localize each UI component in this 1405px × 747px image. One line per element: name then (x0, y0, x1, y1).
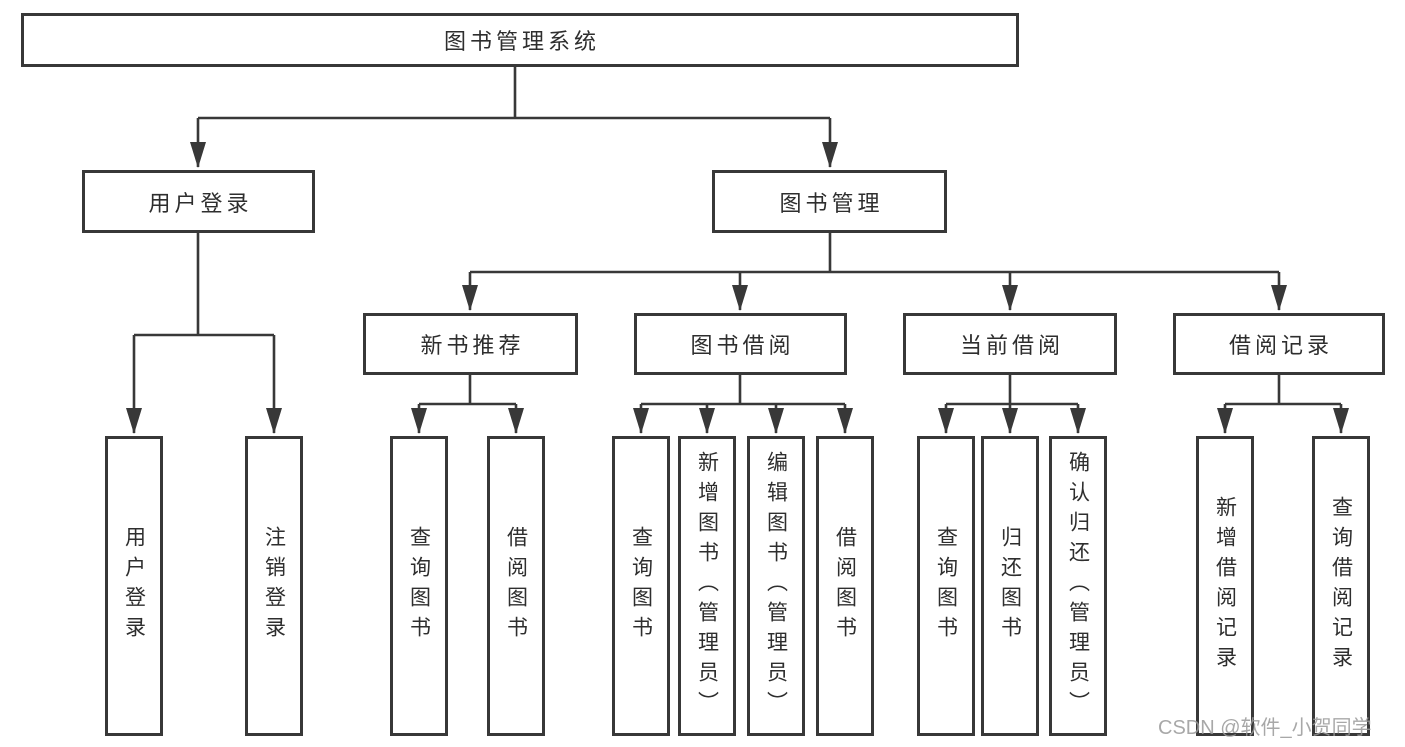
leaf-confirm-return-admin: 确认归还（管理员） (1049, 436, 1107, 736)
node-label: 归还图书 (998, 526, 1022, 646)
node-user-login: 用户登录 (82, 170, 315, 233)
node-label: 确认归还（管理员） (1066, 451, 1090, 721)
leaf-user-login: 用户登录 (105, 436, 163, 736)
node-label: 注销登录 (262, 526, 286, 646)
connector-book-borrow-children (633, 375, 853, 434)
node-label: 查询图书 (629, 526, 653, 646)
connector-user-login-children (126, 233, 282, 434)
node-label: 新增借阅记录 (1213, 496, 1237, 676)
node-label: 查询图书 (934, 526, 958, 646)
connector-book-management-children (462, 233, 1287, 311)
node-borrow-records: 借阅记录 (1173, 313, 1385, 375)
watermark: CSDN @软件_小贺同学 (1158, 717, 1372, 739)
leaf-add-book-admin: 新增图书（管理员） (678, 436, 736, 736)
leaf-query-books-current: 查询图书 (917, 436, 975, 736)
connector-borrow-records-children (1217, 375, 1349, 434)
leaf-borrow-books: 借阅图书 (816, 436, 874, 736)
leaf-query-books-recommend: 查询图书 (390, 436, 448, 736)
leaf-query-borrow-record: 查询借阅记录 (1312, 436, 1370, 736)
node-label: 新书推荐 (420, 333, 525, 358)
node-current-borrow: 当前借阅 (903, 313, 1117, 375)
node-book-management: 图书管理 (712, 170, 947, 233)
node-library-system: 图书管理系统 (21, 13, 1019, 67)
leaf-return-books: 归还图书 (981, 436, 1039, 736)
node-label: 借阅图书 (833, 526, 857, 646)
node-label: 用户登录 (148, 190, 253, 216)
leaf-query-books-borrow: 查询图书 (612, 436, 670, 736)
node-label: 图书借阅 (690, 333, 795, 358)
node-new-book-recommend: 新书推荐 (363, 313, 578, 375)
leaf-borrow-books-recommend: 借阅图书 (487, 436, 545, 736)
node-label: 当前借阅 (959, 333, 1064, 358)
node-book-borrow: 图书借阅 (634, 313, 847, 375)
node-label: 图书管理 (779, 190, 884, 216)
leaf-add-borrow-record: 新增借阅记录 (1196, 436, 1254, 736)
node-label: 借阅图书 (504, 526, 528, 646)
node-label: 查询借阅记录 (1329, 496, 1353, 676)
node-label: 编辑图书（管理员） (764, 451, 788, 721)
node-label: 查询图书 (407, 526, 431, 646)
connector-root-to-level1 (190, 67, 838, 168)
node-label: 用户登录 (122, 526, 146, 646)
connector-current-borrow-children (938, 375, 1086, 434)
node-label: 借阅记录 (1228, 333, 1333, 358)
node-label: 新增图书（管理员） (695, 451, 719, 721)
connector-new-book-children (411, 375, 524, 434)
leaf-logout-login: 注销登录 (245, 436, 303, 736)
node-label: 图书管理系统 (443, 29, 600, 54)
leaf-edit-book-admin: 编辑图书（管理员） (747, 436, 805, 736)
